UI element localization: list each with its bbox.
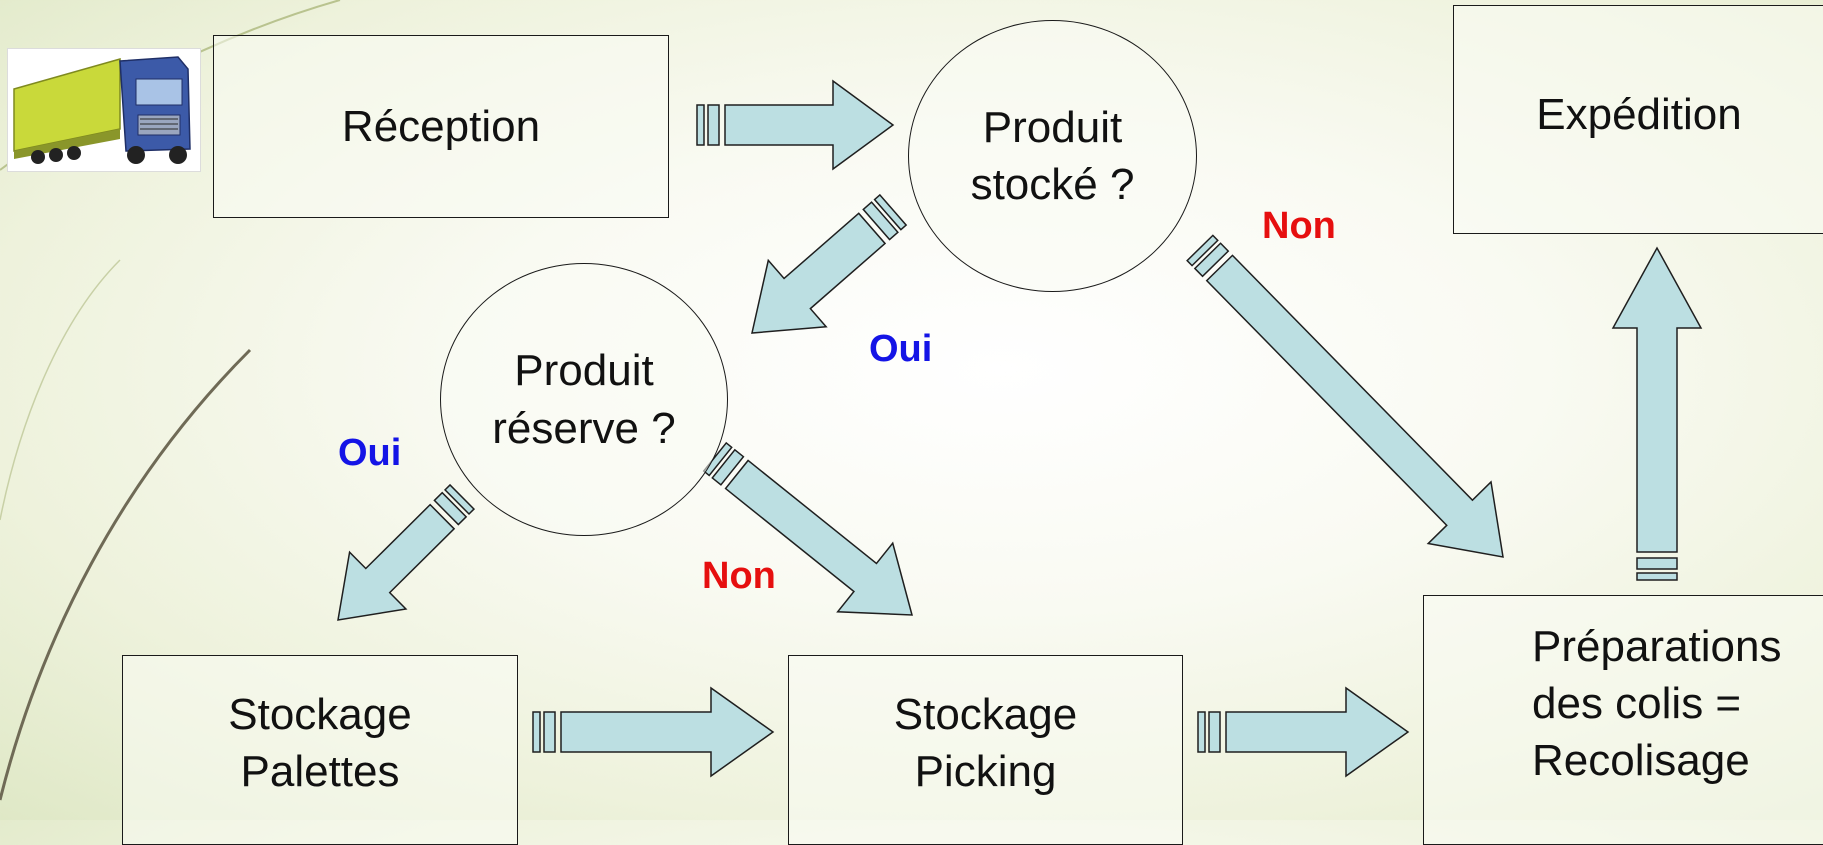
- produit-reserve-decision: Produit réserve ?: [440, 263, 728, 536]
- arrow-palettes-to-picking: [532, 686, 775, 778]
- non-stocke-label: Non: [1262, 205, 1336, 247]
- oui-stocke-label: Oui: [869, 328, 933, 370]
- produit-stocke-label: Produit stocké ?: [970, 102, 1135, 209]
- produit-stocke-decision: Produit stocké ?: [908, 20, 1197, 292]
- oui-reserve-label: Oui: [338, 432, 402, 474]
- arrow-stocke-to-preparations: [1186, 234, 1504, 558]
- arrow-stocke-to-reserve: [751, 193, 908, 334]
- stockage-picking-label: Stockage Picking: [893, 690, 1078, 797]
- non-reserve-label: Non: [702, 555, 776, 597]
- expedition-label: Expédition: [1536, 90, 1742, 139]
- preparations-label: Préparations des colis = Recolisage: [1532, 622, 1782, 786]
- arrow-reception-to-stocke: [696, 79, 895, 171]
- produit-reserve-label: Produit réserve ?: [492, 346, 676, 453]
- stockage-palettes-label: Stockage Palettes: [228, 690, 412, 797]
- expedition-box: Expédition: [1453, 5, 1823, 234]
- stockage-palettes-box: Stockage Palettes: [122, 655, 518, 845]
- preparations-box: Préparations des colis = Recolisage: [1423, 595, 1823, 845]
- arrow-picking-to-preparations: [1197, 686, 1410, 778]
- stockage-picking-box: Stockage Picking: [788, 655, 1183, 845]
- reception-box: Réception: [213, 35, 669, 218]
- arrow-preparations-to-expedition: [1611, 246, 1703, 581]
- arrows-layer: [337, 79, 1703, 778]
- arrow-reserve-to-palettes: [337, 483, 476, 621]
- reception-label: Réception: [341, 101, 541, 151]
- truck-icon: [7, 48, 201, 172]
